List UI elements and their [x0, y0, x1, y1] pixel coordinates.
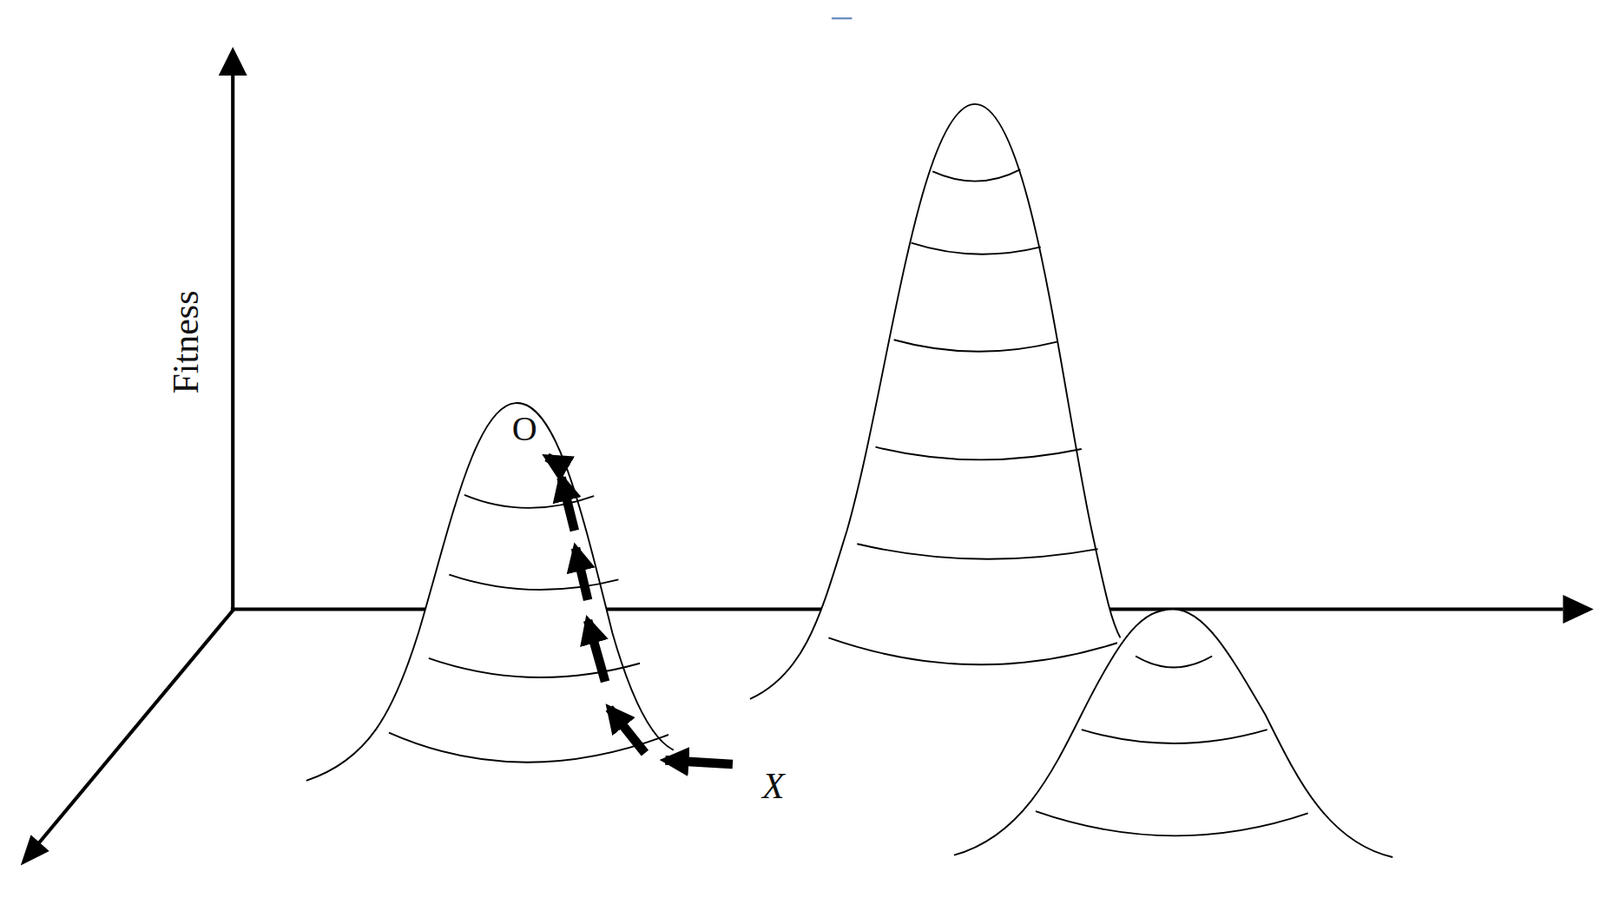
small-peak — [954, 608, 1393, 857]
axis-label: Fitness — [167, 289, 205, 394]
axes — [20, 46, 1594, 865]
tall-peak — [750, 104, 1121, 715]
local-peak — [306, 402, 674, 781]
climb-arrows — [546, 456, 733, 764]
peak-label: O — [512, 411, 538, 447]
start-label: X — [762, 767, 785, 804]
top-dash — [831, 17, 853, 20]
